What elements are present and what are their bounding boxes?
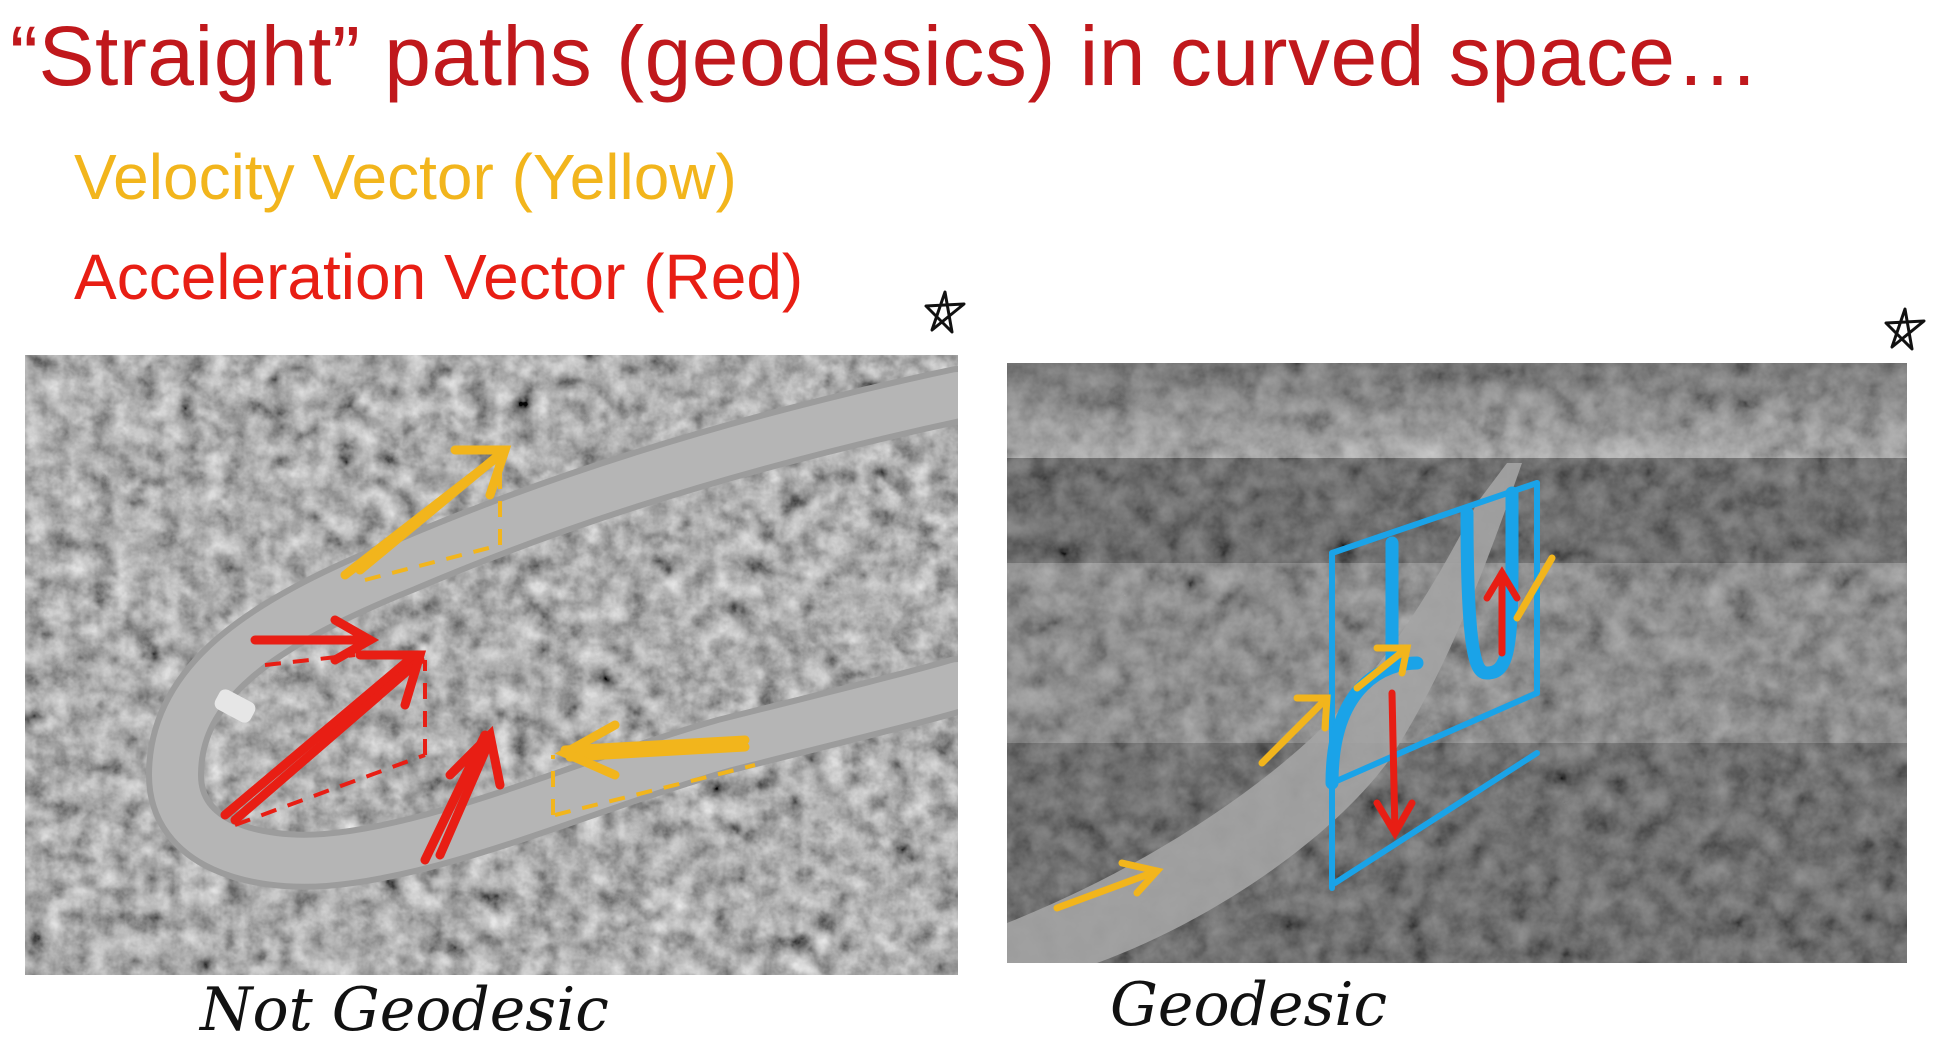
geodesic-caption: Geodesic [1110, 970, 1388, 1040]
hairpin-road-photo [25, 355, 958, 975]
hill-road-photo [1007, 363, 1907, 963]
velocity-legend: Velocity Vector (Yellow) [74, 141, 737, 213]
slide-title: “Straight” paths (geodesics) in curved s… [10, 9, 1760, 103]
star-mark-icon [1884, 307, 1926, 351]
star-mark-icon [924, 290, 966, 334]
acceleration-legend: Acceleration Vector (Red) [74, 241, 804, 313]
not-geodesic-caption: Not Geodesic [200, 975, 609, 1045]
